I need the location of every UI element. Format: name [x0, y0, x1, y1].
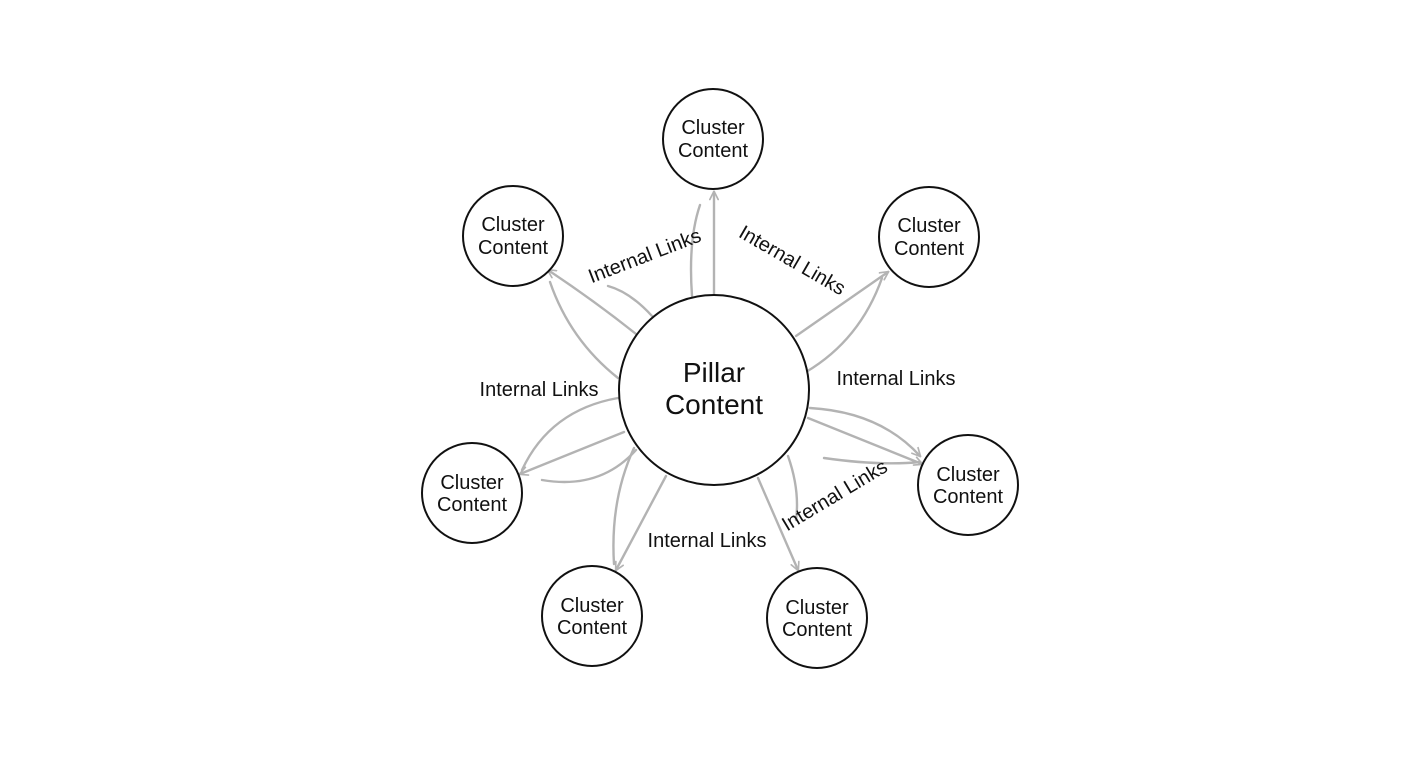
- cluster-label-line1: Cluster: [481, 214, 545, 236]
- link-label-upper-right: Internal Links: [735, 222, 849, 301]
- cluster-node-bottom-left[interactable]: Cluster Content: [541, 565, 643, 667]
- link-return-bottom-right: [786, 454, 799, 522]
- link-return-upper-left: [606, 284, 654, 318]
- cluster-circle: [917, 434, 1019, 536]
- cluster-circle: [766, 567, 868, 669]
- cluster-circle: [462, 185, 564, 287]
- pillar-node[interactable]: Pillar Content: [618, 294, 810, 486]
- link-label-left: Internal Links: [480, 379, 599, 401]
- link-to-right: [806, 416, 924, 466]
- cluster-label-line2: Content: [478, 237, 548, 259]
- cluster-node-upper-left[interactable]: Cluster Content: [462, 185, 564, 287]
- link-curve-left: [520, 396, 620, 472]
- cluster-node-left[interactable]: Cluster Content: [421, 442, 523, 544]
- cluster-circle: [878, 186, 980, 288]
- link-from-upper-left: [548, 280, 620, 380]
- link-return-left: [540, 448, 638, 484]
- cluster-label-line1: Cluster: [785, 597, 849, 619]
- cluster-circle: [662, 88, 764, 190]
- link-to-bottom-left: [614, 474, 668, 572]
- cluster-label-line2: Content: [894, 238, 964, 260]
- link-return-right: [822, 456, 922, 465]
- cluster-circle: [541, 565, 643, 667]
- link-label-lower-right: Internal Links: [778, 456, 891, 536]
- link-to-upper-right: [794, 270, 890, 338]
- link-to-left: [518, 430, 626, 476]
- link-to-bottom-right: [756, 476, 800, 572]
- cluster-node-bottom-right[interactable]: Cluster Content: [766, 567, 868, 669]
- cluster-node-upper-right[interactable]: Cluster Content: [878, 186, 980, 288]
- link-return-bottom-left: [612, 446, 636, 566]
- pillar-label-line2: Content: [665, 389, 763, 420]
- link-return-top: [689, 203, 702, 298]
- link-label-bottom: Internal Links: [648, 530, 767, 552]
- cluster-label-line1: Cluster: [936, 464, 1000, 486]
- link-curve-right: [808, 406, 922, 458]
- cluster-label-line1: Cluster: [897, 215, 961, 237]
- cluster-node-right[interactable]: Cluster Content: [917, 434, 1019, 536]
- link-label-right: Internal Links: [837, 368, 956, 390]
- cluster-node-top[interactable]: Cluster Content: [662, 88, 764, 190]
- cluster-label-line2: Content: [678, 140, 748, 162]
- cluster-circle: [421, 442, 523, 544]
- cluster-label-line2: Content: [437, 494, 507, 516]
- link-label-upper-left: Internal Links: [585, 225, 704, 288]
- cluster-label-line2: Content: [782, 619, 852, 641]
- cluster-label-line1: Cluster: [681, 117, 745, 139]
- link-to-upper-left: [546, 268, 638, 336]
- cluster-label-line2: Content: [557, 617, 627, 639]
- cluster-label-line1: Cluster: [560, 595, 624, 617]
- links: [518, 190, 924, 572]
- cluster-label-line2: Content: [933, 486, 1003, 508]
- cluster-label-line1: Cluster: [440, 472, 504, 494]
- link-return-upper-right: [804, 276, 884, 374]
- pillar-label-line1: Pillar: [683, 357, 745, 388]
- pillar-circle: [618, 294, 810, 486]
